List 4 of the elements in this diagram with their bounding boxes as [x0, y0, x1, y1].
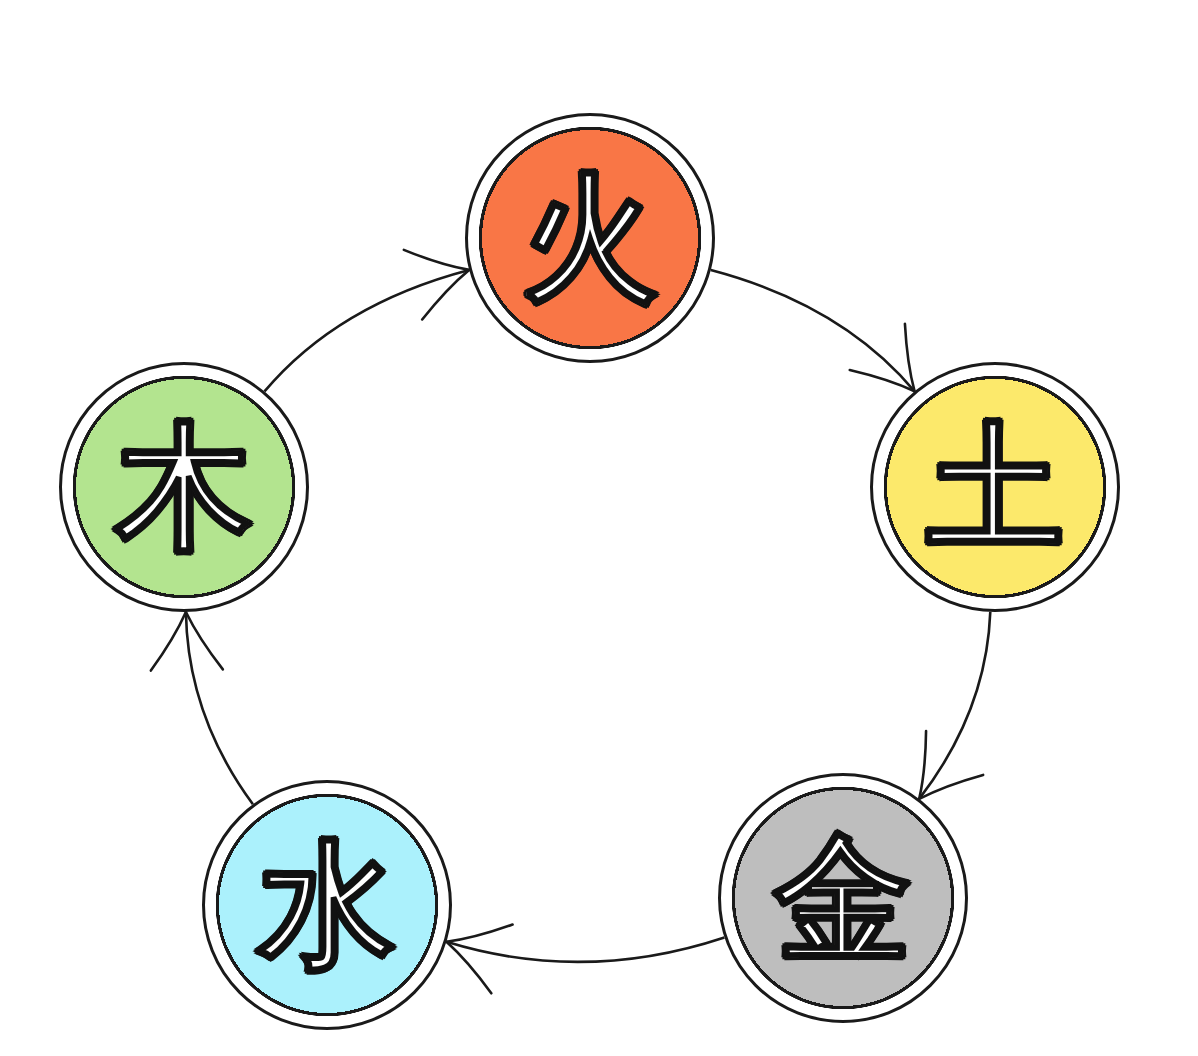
character-label: 木: [116, 419, 252, 555]
character-label: 金: [775, 830, 911, 966]
character-label: 火: [522, 170, 658, 306]
character-label: 土: [927, 419, 1063, 555]
